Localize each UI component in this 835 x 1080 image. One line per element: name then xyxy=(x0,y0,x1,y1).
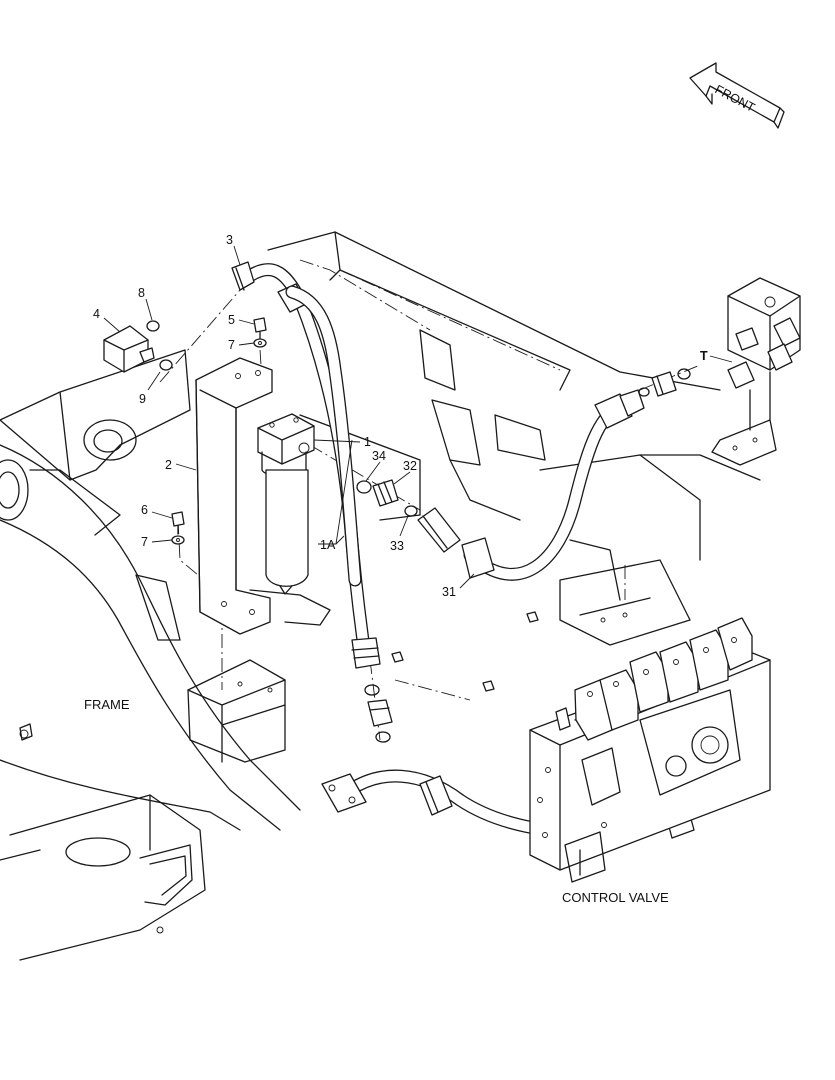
callout-4: 4 xyxy=(93,307,100,321)
callout-labels: 3 8 4 5 7 9 2 1 34 32 6 7 33 1A 31 T xyxy=(93,233,708,599)
return-filter-1 xyxy=(257,413,315,595)
washer-7-lower xyxy=(171,535,185,545)
hose-filter-return xyxy=(285,285,362,587)
o-ring-33 xyxy=(404,505,418,517)
callout-8: 8 xyxy=(138,286,145,300)
bolt-6 xyxy=(171,511,185,535)
upper-frame-structure xyxy=(249,231,761,692)
t-port-fittings xyxy=(638,368,691,397)
callout-2: 2 xyxy=(165,458,172,472)
callout-9: 9 xyxy=(139,392,146,406)
control-valve xyxy=(529,617,771,883)
o-ring-34 xyxy=(356,480,372,494)
callout-7-upper: 7 xyxy=(228,338,235,352)
adapter-4 xyxy=(103,325,155,373)
frame-label: FRAME xyxy=(84,697,130,712)
bracket-2 xyxy=(195,357,273,635)
pilot-valve-block xyxy=(709,277,801,466)
frame-structure xyxy=(0,349,301,961)
o-ring-9 xyxy=(159,359,173,371)
callout-33: 33 xyxy=(390,539,404,553)
callout-5: 5 xyxy=(228,313,235,327)
adapter-32 xyxy=(372,479,399,507)
callout-31: 31 xyxy=(442,585,456,599)
hose-3 xyxy=(231,261,381,669)
callout-1A: 1A xyxy=(320,538,336,552)
callout-1: 1 xyxy=(364,435,371,449)
callout-6: 6 xyxy=(141,503,148,517)
fitting-lower-adapter xyxy=(364,684,393,743)
port-label-t: T xyxy=(700,349,708,363)
callout-3: 3 xyxy=(226,233,233,247)
callout-32: 32 xyxy=(403,459,417,473)
o-ring-8 xyxy=(146,320,160,332)
washer-7-upper xyxy=(253,338,267,348)
callout-34: 34 xyxy=(372,449,386,463)
callout-7-lower: 7 xyxy=(141,535,148,549)
bolt-5 xyxy=(253,317,267,341)
front-direction-arrow: FRONT xyxy=(689,62,785,129)
control-valve-label: CONTROL VALVE xyxy=(562,890,669,905)
callout-leaders xyxy=(103,245,475,589)
hose-31 xyxy=(417,389,645,581)
